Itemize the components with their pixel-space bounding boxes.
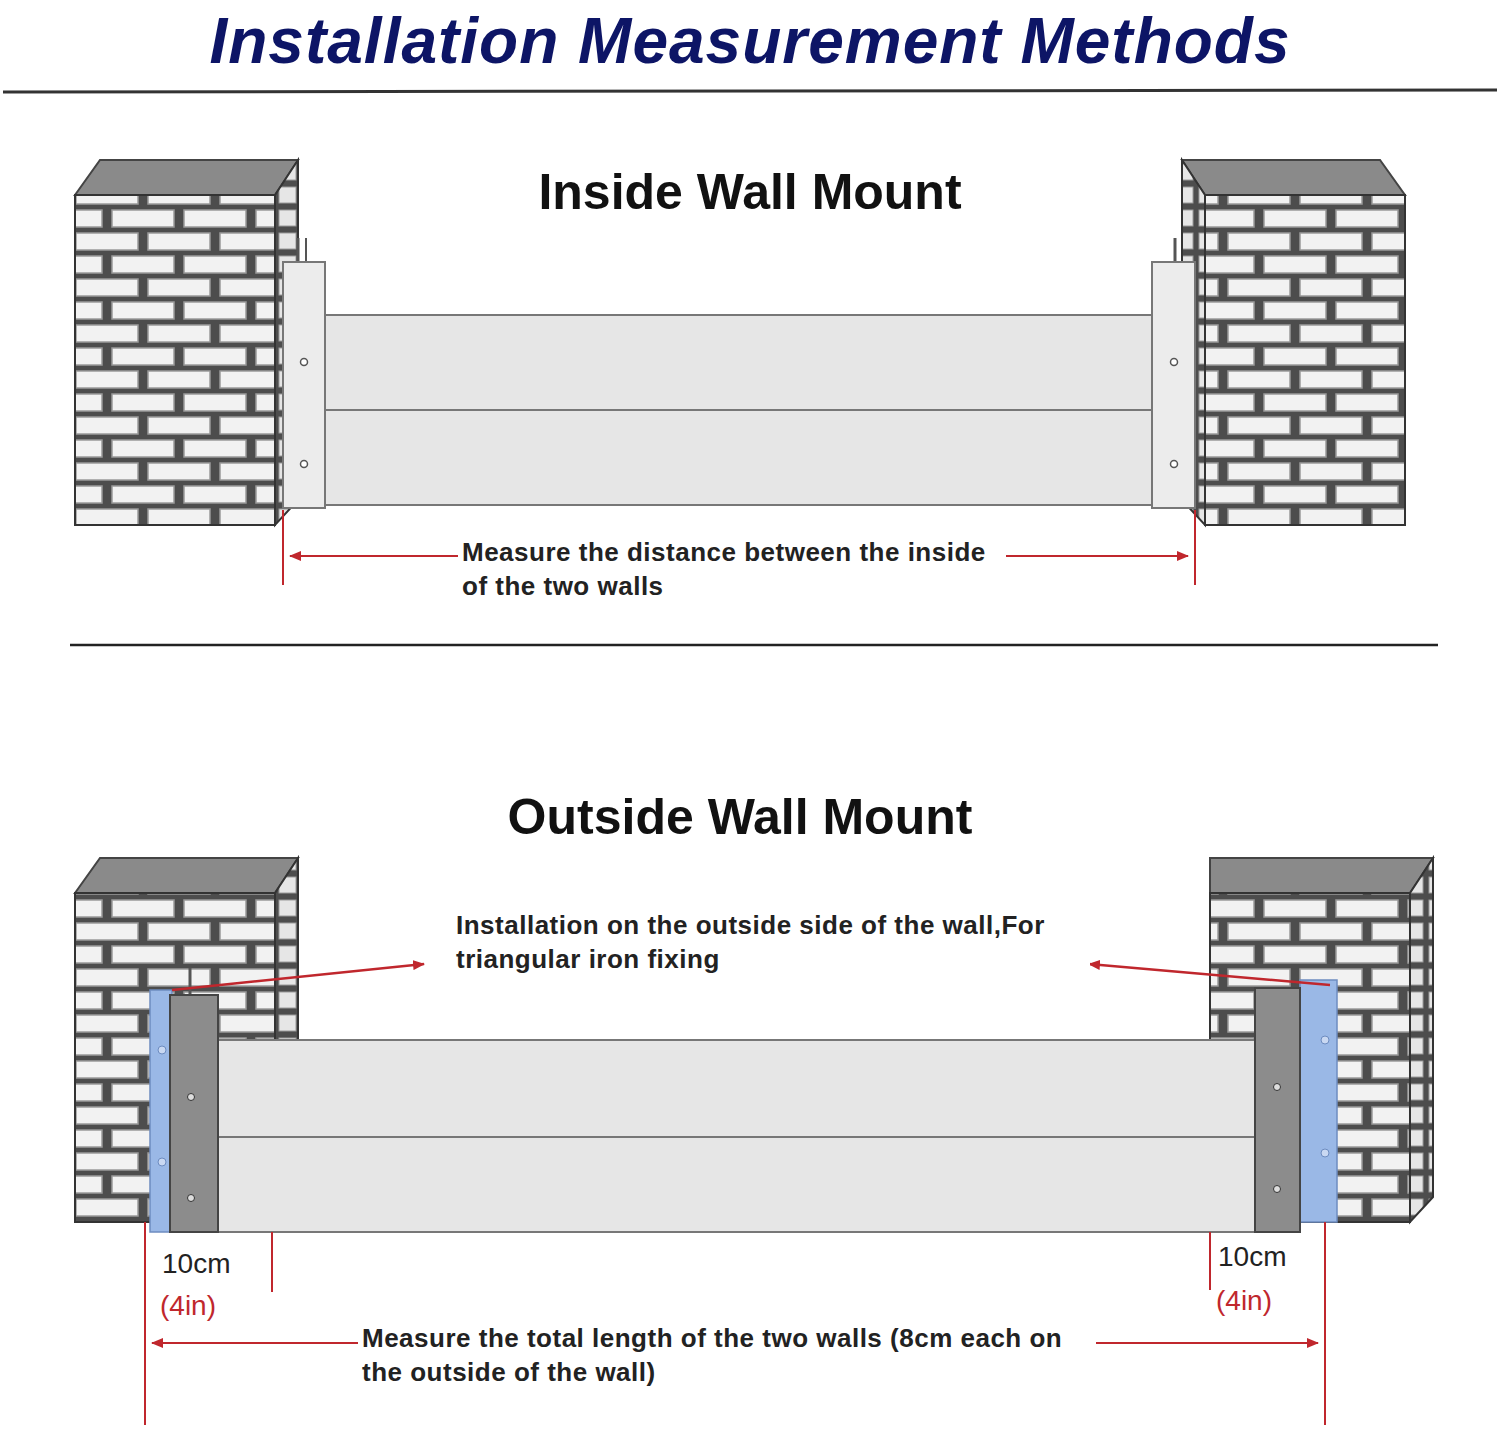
dimension-label: 10cm bbox=[1218, 1239, 1286, 1275]
measure-note: Measure the total length of the two wall… bbox=[358, 1322, 1096, 1390]
dimension-label: (4in) bbox=[1216, 1283, 1272, 1319]
install-note: Installation on the outside side of the … bbox=[452, 909, 1090, 977]
page-title: Installation Measurement Methods bbox=[0, 0, 1500, 83]
dimension-label: 10cm bbox=[162, 1246, 230, 1282]
dimension-label: (4in) bbox=[160, 1288, 216, 1324]
section-heading: Inside Wall Mount bbox=[440, 160, 1060, 225]
measure-note: Measure the distance between the inside … bbox=[458, 536, 1006, 604]
section-heading: Outside Wall Mount bbox=[420, 785, 1060, 850]
